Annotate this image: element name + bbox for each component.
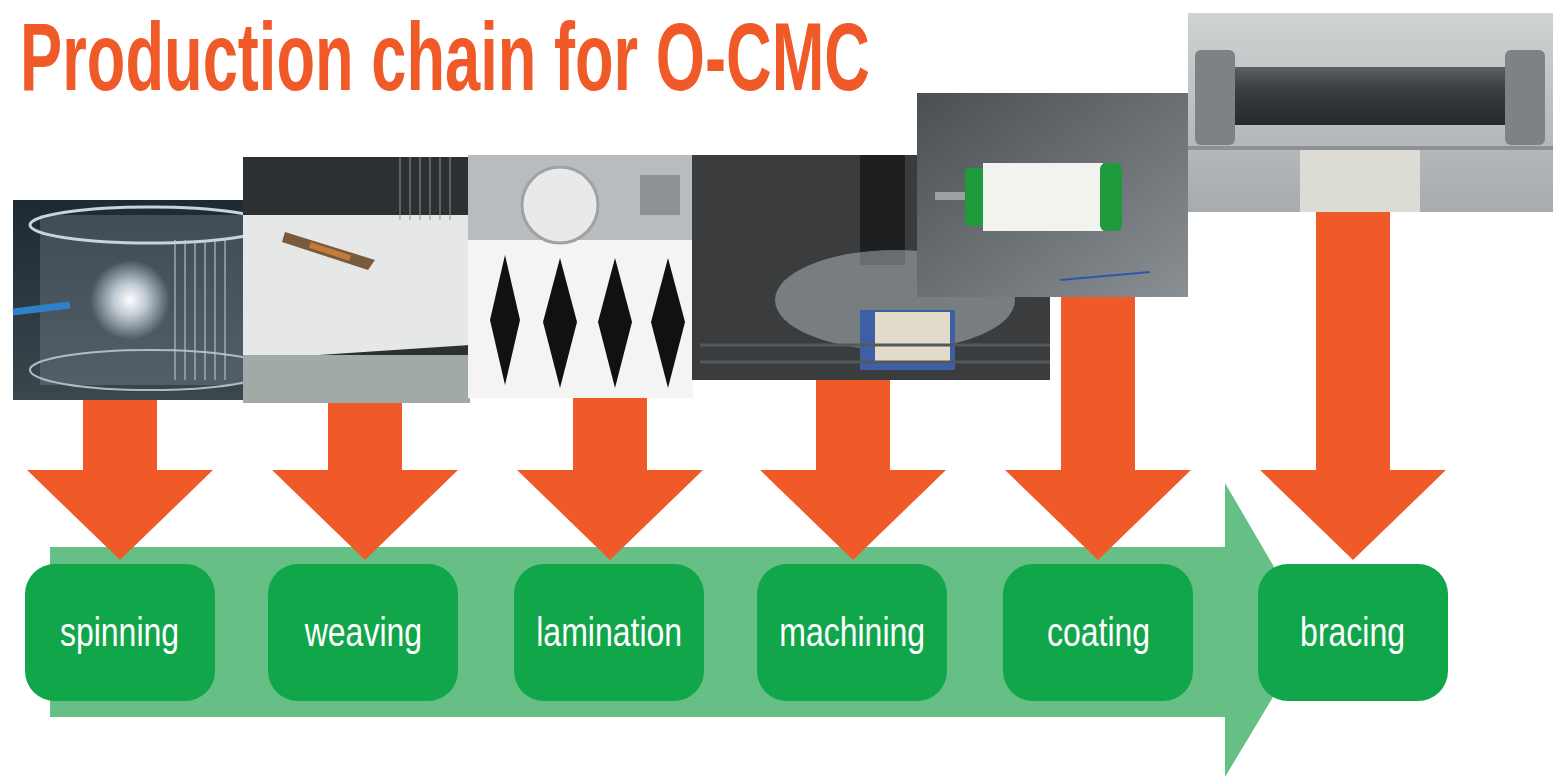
ceramic-tile [875, 312, 950, 362]
blue-line [1060, 272, 1150, 280]
process-step: weaving [268, 564, 458, 701]
bolt [640, 175, 680, 215]
floor-band [243, 355, 470, 403]
step-label: bracing [1301, 610, 1406, 654]
down-arrow [517, 398, 703, 560]
down-arrow [1260, 212, 1446, 560]
glass-rim [30, 207, 270, 243]
spindle [860, 155, 905, 265]
shuttle-coil [310, 245, 350, 258]
rail [1188, 146, 1553, 150]
process-step: coating [1003, 564, 1193, 701]
green-cap [1100, 163, 1122, 231]
glass-base [30, 350, 270, 390]
photo-ground [917, 93, 1188, 297]
shuttle [282, 232, 375, 270]
step-label: lamination [536, 610, 682, 654]
glass-ribs [175, 240, 225, 380]
fabric-sheet [243, 215, 470, 360]
weaving-photo [243, 157, 470, 403]
process-step: machining [757, 564, 947, 701]
step-label: coating [1046, 610, 1149, 654]
photo-ground [243, 157, 470, 403]
photo-ground [1188, 13, 1553, 212]
step-arrows [27, 212, 1446, 560]
chuck [1505, 50, 1545, 145]
photo-ground [468, 155, 693, 398]
photo-ground [13, 200, 245, 400]
diamond-gap [598, 258, 632, 388]
coating-photo [917, 93, 1188, 297]
title-text: Production chain for O-CMC [20, 4, 870, 110]
lamination-photo [468, 155, 693, 398]
diamond-gap [651, 258, 685, 388]
table-slots [700, 345, 1050, 362]
dark-cylinder [1235, 67, 1505, 125]
warp-threads [400, 157, 450, 220]
process-step: spinning [25, 564, 215, 701]
step-label: spinning [60, 610, 179, 654]
blue-hose [13, 305, 70, 312]
step-label: machining [779, 610, 925, 654]
bracing-photo [1188, 13, 1553, 212]
light-spot [90, 260, 170, 340]
spool [522, 167, 598, 243]
white-cylinder [983, 163, 1103, 231]
process-step: bracing [1258, 564, 1448, 701]
spinning-photo [13, 200, 270, 400]
green-cap [965, 168, 985, 226]
down-arrow [1005, 297, 1191, 560]
down-arrow [27, 400, 213, 560]
diamond-gap [543, 258, 577, 388]
diamond-gap [490, 255, 520, 385]
process-step: lamination [514, 564, 704, 701]
chuck [1195, 50, 1235, 145]
base-panel [1300, 150, 1420, 212]
down-arrow [760, 380, 946, 560]
down-arrow [272, 403, 458, 560]
step-label: weaving [304, 610, 421, 654]
title: Production chain for O-CMC [20, 4, 1311, 110]
glass-cylinder [40, 215, 245, 385]
